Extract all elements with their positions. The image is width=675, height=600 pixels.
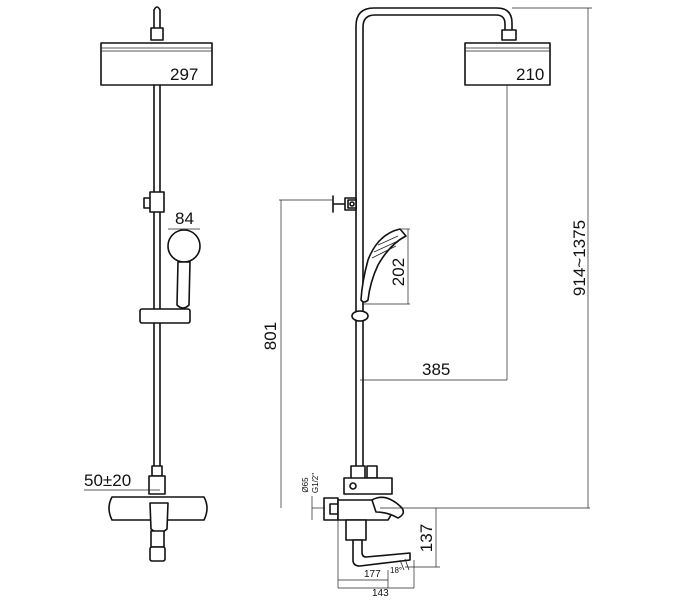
front-mixer-lever [149, 502, 169, 534]
side-view: 210 914~1375 202 385 801 [261, 7, 592, 599]
dim-flange-diameter: Ø65 [301, 477, 310, 493]
front-view: 297 84 50±20 [84, 6, 213, 562]
front-spout [149, 546, 166, 562]
side-handshower [360, 228, 407, 303]
front-mixer-collar [148, 475, 166, 495]
side-mixer-upper-body [343, 477, 393, 495]
dim-mixer-depth: 143 [372, 588, 389, 599]
front-wall-bracket [143, 191, 165, 213]
dim-thread: G1/2" [311, 473, 320, 493]
dim-handshower-length: 202 [389, 258, 408, 286]
dim-arm-reach: 385 [422, 360, 450, 379]
dim-inlet-spacing: 50±20 [84, 471, 131, 490]
front-top-connector [150, 6, 164, 41]
side-spout [352, 539, 411, 567]
front-mixer-top [151, 465, 163, 477]
dim-wall-bracket-height: 801 [261, 322, 280, 350]
side-mixer-top-pipe [366, 465, 378, 479]
dim-height-adjust: 914~1375 [570, 220, 589, 296]
side-arm-inner [362, 14, 506, 471]
dim-handshower-width: 84 [175, 209, 194, 228]
dim-spout-reach: 177 [364, 569, 381, 580]
dim-head-diameter-front: 297 [170, 65, 198, 84]
front-spout-stem [150, 530, 165, 548]
front-slide-holder [139, 308, 191, 324]
front-handshower-head [167, 229, 201, 263]
side-arm-outer [355, 7, 513, 471]
side-slide-holder [351, 310, 369, 322]
side-head-connector [501, 29, 517, 41]
dim-head-diameter-side: 210 [516, 65, 544, 84]
dim-mixer-height: 137 [417, 524, 436, 552]
dim-spout-angle: 18° [390, 566, 402, 575]
front-handshower-handle [176, 261, 191, 309]
